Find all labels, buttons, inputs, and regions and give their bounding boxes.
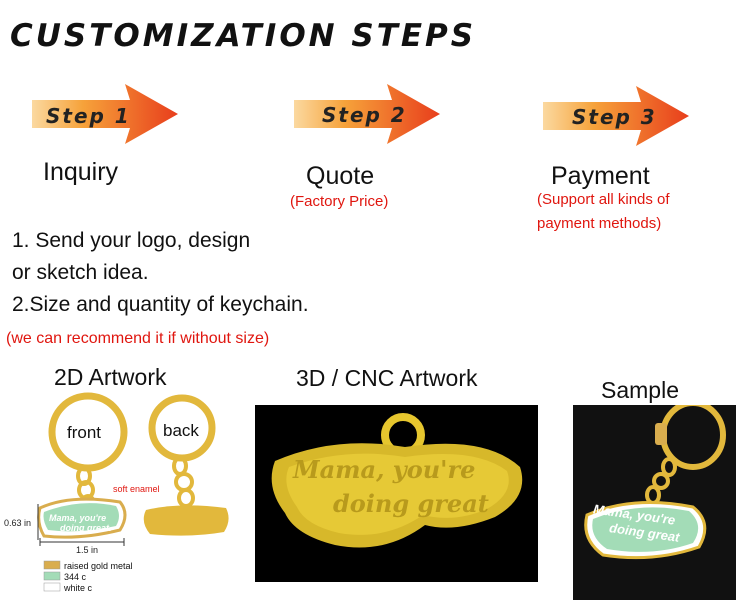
artwork-3d-text-2: doing great <box>333 489 489 518</box>
step-2-label: Step 2 <box>322 103 407 127</box>
charm-text-1: Mama, you're <box>49 513 107 523</box>
artwork-2d-title: 2D Artwork <box>54 364 167 390</box>
artwork-3d-text-1: Mama, you're <box>293 455 476 484</box>
height-dimension: 0.63 in <box>4 518 32 528</box>
legend-white-c: white c <box>64 583 93 593</box>
legend-raised-gold: raised gold metal <box>64 561 133 571</box>
page-title: CUSTOMIZATION STEPS <box>10 18 477 54</box>
sample-photo: Mama, you're doing great <box>573 400 736 600</box>
step-1-label: Step 1 <box>46 104 131 128</box>
step-3-note: (Support all kinds of payment methods) <box>537 191 670 232</box>
step-3-arrow <box>543 86 689 146</box>
artwork-3d-panel: Mama, you're doing great <box>255 405 538 582</box>
inquiry-line-1: 1. Send your logo, design <box>12 229 251 252</box>
artwork-3d-charm <box>271 413 523 548</box>
soft-enamel-label: soft enamel <box>113 484 160 494</box>
legend-344c: 344 c <box>64 572 87 582</box>
front-label: front <box>67 423 102 442</box>
inquiry-line-2: or sketch idea. <box>12 261 149 284</box>
inquiry-note: (we can recommend it if without size) <box>6 330 270 347</box>
step-2-name: Quote <box>306 162 375 190</box>
sample-title: Sample <box>601 377 679 403</box>
step-1-name: Inquiry <box>43 158 119 186</box>
step-2-note: (Factory Price) <box>290 193 389 210</box>
step-3-label: Step 3 <box>572 105 657 129</box>
artwork-2d-drawing <box>37 392 229 592</box>
step-2-arrow <box>294 84 440 144</box>
inquiry-line-3: 2.Size and quantity of keychain. <box>12 293 309 316</box>
width-dimension: 1.5 in <box>76 545 99 555</box>
back-label: back <box>163 421 199 440</box>
artwork-3d-title: 3D / CNC Artwork <box>296 365 478 391</box>
charm-text-2: doing great. <box>60 523 112 533</box>
step-3-name: Payment <box>551 162 650 190</box>
step-1-arrow <box>32 84 178 144</box>
